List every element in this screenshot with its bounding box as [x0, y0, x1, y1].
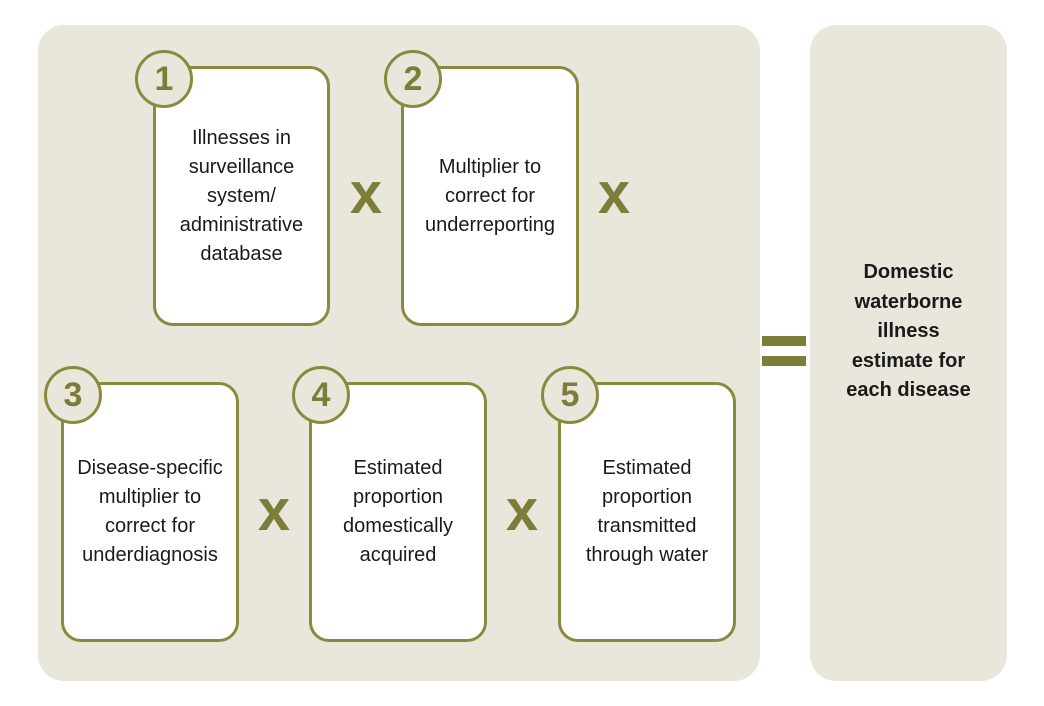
step-2-number-badge: 2 [384, 50, 442, 108]
step-5-number-badge: 5 [541, 366, 599, 424]
step-1-text: Illnesses in surveillance system/ admini… [179, 126, 304, 265]
step-4-box: Estimated proportion domestically acquir… [309, 382, 487, 642]
result-panel [810, 25, 1007, 681]
multiply-operator-2: x [597, 161, 631, 226]
step-2-text: Multiplier to correct for underreporting [424, 155, 556, 236]
step-4-text: Estimated proportion domestically acquir… [342, 457, 454, 566]
result-text: Domestic waterborne illness estimate for… [846, 261, 971, 401]
step-1-number-badge: 1 [135, 50, 193, 108]
step-3-number-badge: 3 [44, 366, 102, 424]
step-1-box: Illnesses in surveillance system/ admini… [153, 66, 330, 326]
step-5-text: Estimated proportion transmitted through… [585, 457, 709, 566]
step-3-text: Disease-specific multiplier to correct f… [77, 457, 223, 566]
multiply-operator-3: x [257, 478, 291, 543]
step-5-box: Estimated proportion transmitted through… [558, 382, 736, 642]
step-4-number-badge: 4 [292, 366, 350, 424]
step-2-box: Multiplier to correct for underreporting [401, 66, 579, 326]
multiply-operator-1: x [349, 161, 383, 226]
equals-icon [762, 336, 806, 366]
multiply-operator-4: x [505, 478, 539, 543]
step-3-box: Disease-specific multiplier to correct f… [61, 382, 239, 642]
